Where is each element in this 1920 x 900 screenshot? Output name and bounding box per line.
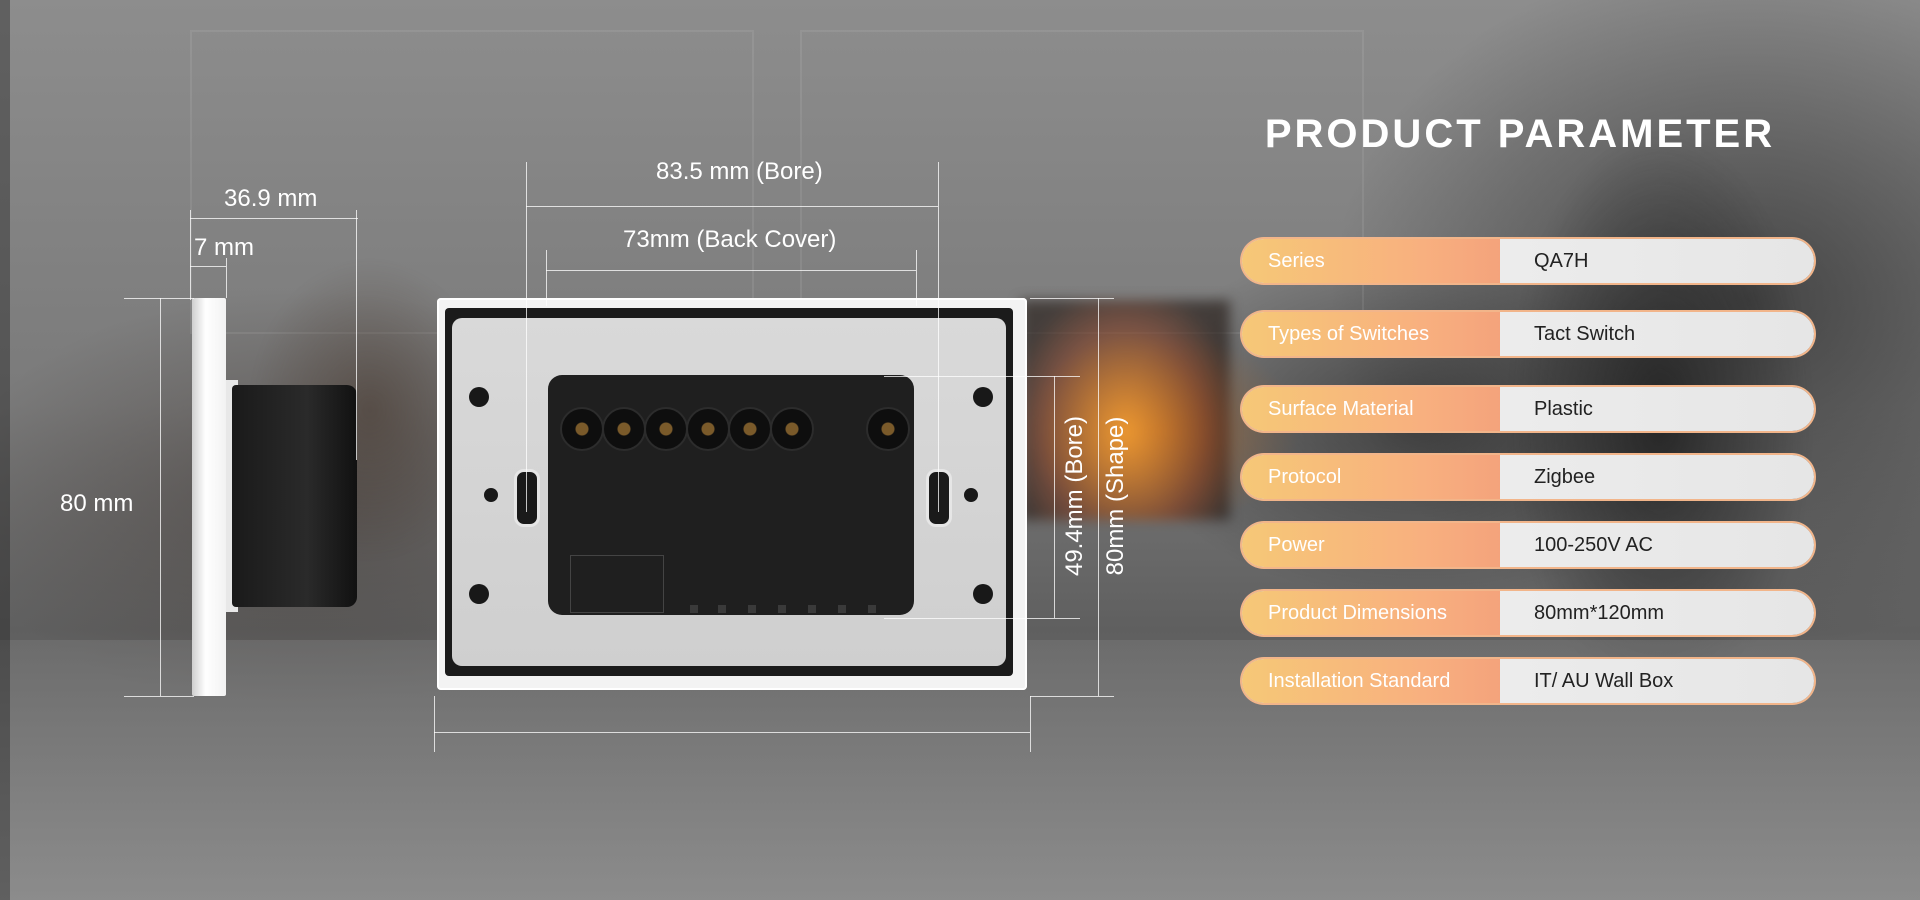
param-value: 80mm*120mm [1534,602,1665,624]
wiring-terminal [644,407,688,451]
bore-height-label: 49.4mm (Bore) [1061,415,1088,577]
screw-hole [484,488,498,502]
bore-height-tick [884,376,1080,377]
shape-height-tick [1030,298,1114,299]
param-row-dimensions: Product Dimensions 80mm*120mm [1242,591,1814,635]
shape-height-tick [1030,696,1114,697]
screw-hole [964,488,978,502]
mount-slot [926,469,952,527]
param-row-switch-type: Types of Switches Tact Switch [1242,312,1814,356]
wall-panel [800,30,1364,334]
back-cover-tick [916,250,917,306]
back-cover-label: 73mm (Back Cover) [623,226,837,253]
depth-dimension-tick [190,210,191,300]
mount-hole [973,387,993,407]
bore-height-line [1054,376,1055,618]
wiring-terminal [686,407,730,451]
plate-width-tick [434,696,435,752]
bore-width-tick [938,162,939,512]
bore-width-tick [526,162,527,512]
depth-total-label: 36.9 mm [224,185,318,212]
param-row-installation: Installation Standard IT/ AU Wall Box [1242,659,1814,703]
module-pin [748,605,756,613]
param-value: Tact Switch [1534,323,1636,345]
module-label-area [570,555,664,613]
wiring-terminal [770,407,814,451]
bore-width-label: 83.5 mm (Bore) [656,158,823,185]
plate-thickness-line [190,266,226,267]
plate-thickness-label: 7 mm [194,234,254,261]
plate-thickness-tick [226,258,227,298]
module-pin [778,605,786,613]
fireplace-glow [1020,300,1230,520]
param-value: QA7H [1534,250,1589,272]
side-height-tick [124,696,194,697]
param-label: Protocol [1242,455,1500,499]
depth-dimension-tick [356,210,357,460]
shape-height-line [1098,298,1099,696]
param-value: 100-250V AC [1534,534,1653,556]
param-label: Series [1242,239,1500,283]
param-label: Surface Material [1242,387,1500,431]
plate-width-tick [1030,696,1031,752]
back-cover-line [546,270,916,271]
wiring-terminal [602,407,646,451]
shape-height-label: 80mm (Shape) [1102,416,1129,576]
mount-hole [973,584,993,604]
module-pin [838,605,846,613]
param-label: Types of Switches [1242,312,1500,356]
side-plate [192,298,226,696]
module-pin [718,605,726,613]
param-value: Zigbee [1534,466,1596,488]
side-height-tick [124,298,194,299]
side-height-line [160,298,161,696]
back-cover-tick [546,250,547,306]
wiring-terminal [866,407,910,451]
wiring-terminal [560,407,604,451]
param-label: Installation Standard [1242,659,1500,703]
mount-slot [514,469,540,527]
bore-height-tick [884,618,1080,619]
depth-dimension-line [190,218,358,219]
module-pin [690,605,698,613]
page-title: PRODUCT PARAMETER [1264,112,1776,156]
param-row-power: Power 100-250V AC [1242,523,1814,567]
param-value: IT/ AU Wall Box [1534,670,1674,692]
module-pin [808,605,816,613]
plate-width-line [434,732,1030,733]
bore-width-line [526,206,938,207]
param-row-surface-material: Surface Material Plastic [1242,387,1814,431]
param-label: Power [1242,523,1500,567]
left-edge-shadow [0,0,10,900]
wiring-terminal [728,407,772,451]
side-body [232,385,357,607]
side-height-label: 80 mm [60,490,134,517]
module-pin [868,605,876,613]
mount-hole [469,584,489,604]
mount-hole [469,387,489,407]
param-row-protocol: Protocol Zigbee [1242,455,1814,499]
param-label: Product Dimensions [1242,591,1500,635]
param-row-series: Series QA7H [1242,239,1814,283]
param-value: Plastic [1534,398,1593,420]
